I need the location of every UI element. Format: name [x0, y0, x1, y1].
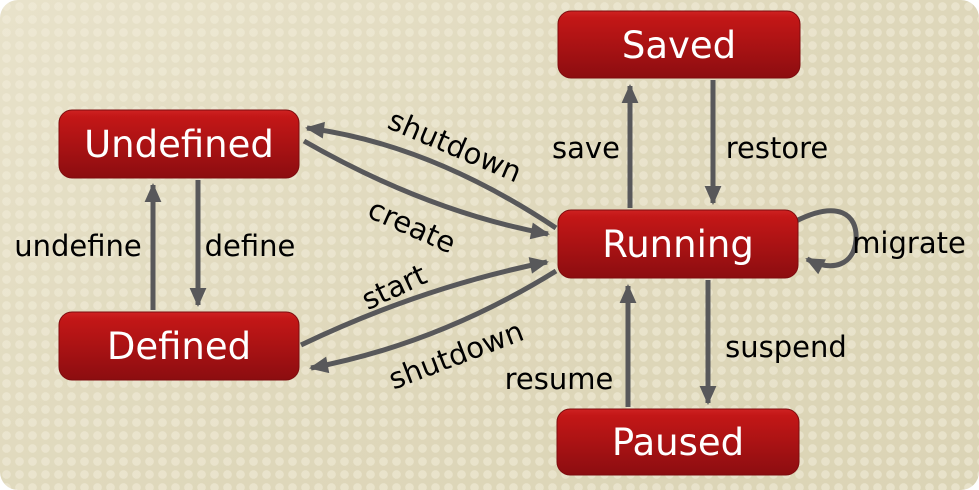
state-saved-box	[557, 10, 801, 79]
state-running-box	[557, 209, 799, 279]
state-defined: Defined	[58, 311, 300, 381]
edge-label-shutdown-top: shutdown	[383, 103, 527, 190]
state-defined-box	[58, 311, 300, 381]
state-defined-label: Defined	[107, 325, 251, 368]
edge-label-restore: restore	[726, 131, 828, 165]
arrow-shutdown-running-to-defined	[309, 268, 558, 374]
state-undefined-label: Undefined	[84, 123, 274, 166]
edge-label-save: save	[552, 131, 620, 165]
arrow-start-defined-to-running	[299, 257, 549, 348]
arrow-shutdown-running-to-undefined	[305, 121, 558, 231]
arrow-migrate-self-loop	[794, 208, 859, 275]
state-saved-label: Saved	[622, 24, 736, 67]
state-paused-box	[556, 408, 800, 476]
arrow-create-undefined-to-running	[302, 138, 550, 240]
state-undefined: Undefined	[58, 109, 300, 179]
edge-label-define: define	[205, 229, 296, 263]
state-paused-label: Paused	[612, 421, 744, 464]
edge-label-resume: resume	[505, 362, 614, 396]
edge-label-suspend: suspend	[725, 330, 847, 364]
state-running: Running	[557, 209, 799, 279]
edge-label-undefine: undefine	[14, 229, 142, 263]
state-undefined-box	[58, 109, 300, 179]
edge-label-create: create	[363, 192, 461, 261]
edge-label-migrate: migrate	[852, 226, 966, 260]
state-running-label: Running	[602, 223, 754, 266]
state-paused: Paused	[556, 408, 800, 476]
state-saved: Saved	[557, 10, 801, 79]
